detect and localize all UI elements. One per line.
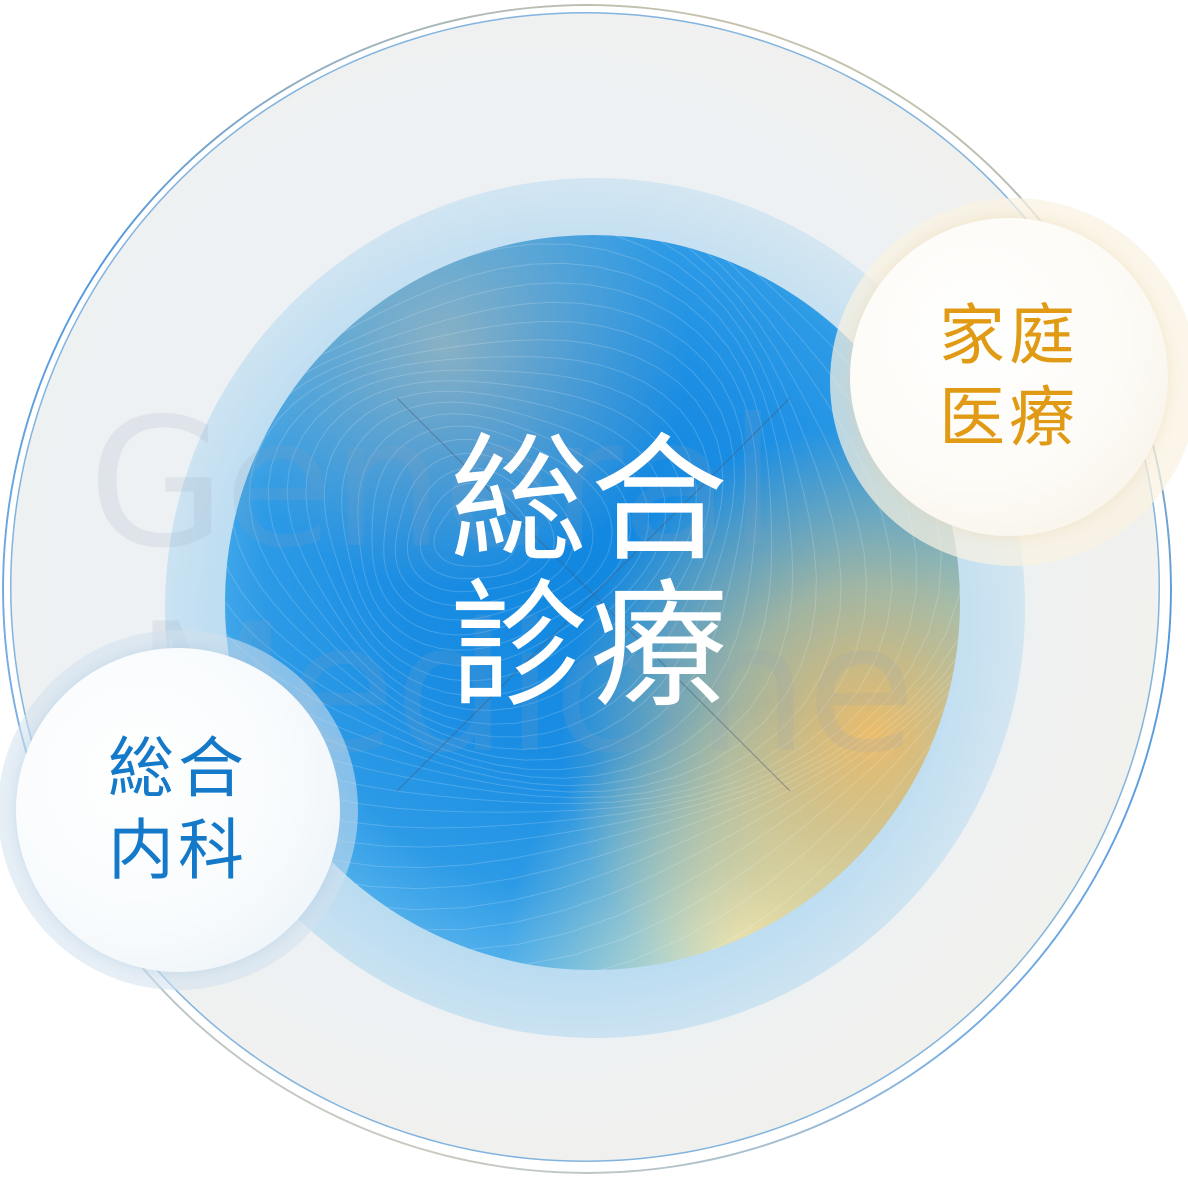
internal-medicine-label: 総合 内科 — [108, 728, 248, 892]
contour-line — [225, 235, 960, 970]
contour-line — [383, 438, 594, 621]
contour-line — [225, 235, 960, 869]
center-title-line-2: 診療 — [449, 566, 730, 727]
contour-line — [267, 356, 711, 725]
contour-line — [225, 235, 960, 911]
center-title: 総合 診療 — [390, 428, 790, 720]
contour-line — [225, 703, 960, 970]
contour-line — [286, 369, 698, 712]
contour-line — [225, 235, 960, 890]
contour-line — [225, 301, 747, 761]
contour-line — [225, 282, 758, 771]
contour-line — [433, 497, 517, 567]
contour-line — [357, 413, 632, 651]
contour-line — [225, 262, 773, 779]
contour-line — [225, 235, 817, 793]
contour-line — [371, 425, 613, 636]
contour-line — [225, 235, 868, 805]
family-medicine-label: 家庭 医療 — [939, 295, 1079, 459]
contour-line — [248, 339, 724, 738]
contour-line — [323, 390, 667, 682]
contour-line — [225, 235, 960, 951]
internal-medicine-label-line-2: 内科 — [108, 812, 248, 889]
contour-line — [305, 380, 683, 697]
contour-line — [225, 235, 917, 829]
contour-line — [419, 482, 536, 580]
internal-medicine-bubble: 総合 内科 — [16, 648, 340, 972]
center-title-line-1: 総合 — [449, 420, 730, 581]
contour-line — [394, 452, 575, 607]
contour-line — [229, 320, 736, 750]
contour-line — [225, 243, 794, 787]
contour-line — [225, 235, 942, 848]
contour-line — [225, 235, 842, 799]
contour-line — [225, 235, 960, 931]
family-medicine-label-line-1: 家庭 — [939, 297, 1079, 374]
contour-line — [225, 235, 893, 813]
contour-line — [225, 729, 960, 970]
internal-medicine-label-line-1: 総合 — [108, 730, 248, 807]
contour-line — [406, 467, 555, 593]
core-contour-lines — [225, 235, 960, 970]
contour-line — [225, 771, 960, 970]
family-medicine-label-line-2: 医療 — [939, 379, 1079, 456]
family-medicine-bubble: 家庭 医療 — [850, 218, 1168, 536]
contour-line — [225, 687, 960, 970]
contour-line — [341, 401, 650, 667]
